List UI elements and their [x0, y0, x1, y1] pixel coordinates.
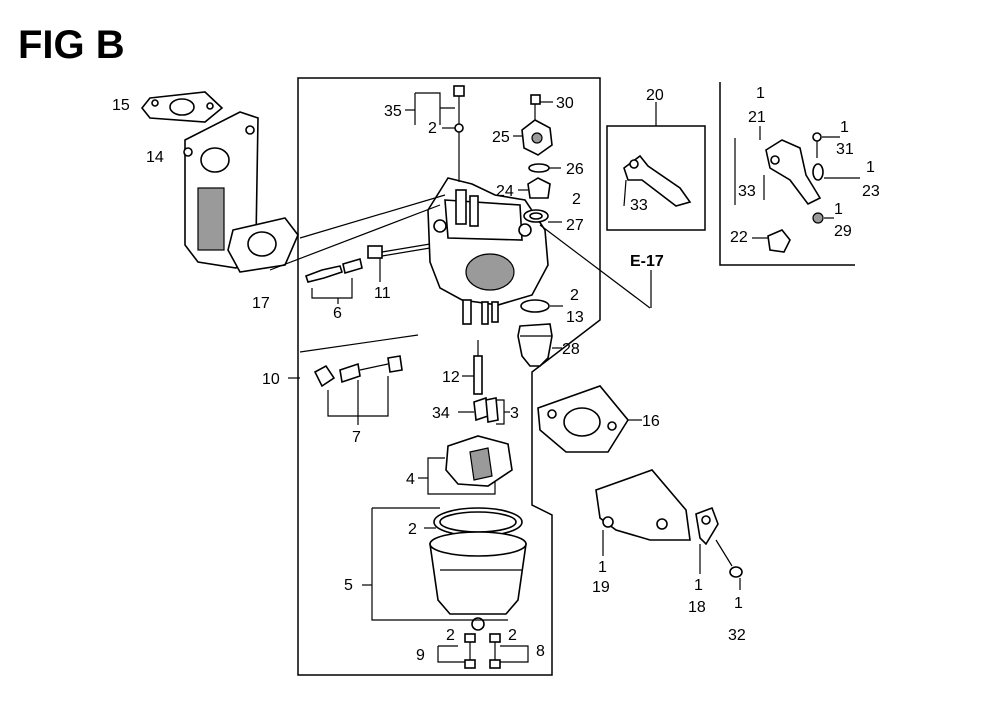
callout-22: 22 — [730, 229, 748, 246]
callout-7: 7 — [352, 429, 361, 446]
bracket-5 — [371, 508, 508, 621]
part-21-choke-lever — [765, 139, 822, 206]
choke-lever-frame — [719, 82, 855, 266]
callout-30: 30 — [556, 95, 574, 112]
part-29-nut — [812, 212, 824, 224]
callout-33-a: 33 — [630, 197, 648, 214]
callout-32: 32 — [728, 627, 746, 644]
figure-title: FIG B — [18, 23, 125, 67]
callout-27: 27 — [566, 217, 584, 234]
part-24-valve — [527, 177, 551, 199]
callout-16: 16 — [642, 413, 660, 430]
part-16-gasket — [537, 385, 629, 453]
callout-21: 21 — [748, 109, 766, 126]
part-7-screw-set — [313, 355, 403, 388]
callout-24: 24 — [496, 183, 514, 200]
part-25-cover — [521, 119, 553, 156]
callout-9: 9 — [416, 647, 425, 664]
part-17-gasket — [227, 217, 299, 273]
callout-4: 4 — [406, 471, 415, 488]
callout-14: 14 — [146, 149, 164, 166]
bracket-8 — [500, 645, 529, 663]
part-22-choke-knob — [767, 229, 791, 253]
callout-24-qty: 2 — [572, 191, 581, 208]
bracket-35 — [414, 92, 455, 125]
callout-10: 10 — [262, 371, 280, 388]
bracket-9 — [437, 646, 465, 663]
callout-34: 34 — [432, 405, 450, 422]
callout-3: 3 — [510, 405, 519, 422]
callout-31: 31 — [836, 141, 854, 158]
part-5-float-bowl — [429, 531, 527, 631]
callout-33-b: 33 — [738, 183, 756, 200]
callout-26: 26 — [566, 161, 584, 178]
part-26-o-ring — [528, 163, 550, 173]
leader-e17 — [539, 224, 651, 309]
bracket-6 — [311, 278, 353, 299]
part-20-fuel-lever — [623, 154, 692, 207]
part-15-gasket — [140, 91, 224, 123]
callout-6: 6 — [333, 305, 342, 322]
part-34-part-3-jets — [473, 396, 499, 423]
part-31-screw — [812, 132, 822, 158]
callout-2: 2 — [408, 521, 417, 538]
callout-11: 11 — [374, 285, 391, 302]
callout-35-qty: 2 — [428, 120, 437, 137]
reference-e17: E-17 — [630, 253, 664, 270]
part-2-bowl-gasket — [433, 507, 523, 537]
part-9-drain-screw — [464, 633, 476, 669]
part-4-float — [445, 435, 513, 487]
part-32-bolt — [715, 539, 743, 578]
part-12-nozzle — [473, 340, 483, 395]
callout-19: 19 — [592, 579, 610, 596]
bracket-4 — [427, 457, 496, 495]
callout-18-qty: 1 — [694, 577, 703, 594]
part-30-screw — [530, 94, 541, 120]
callout-23-qty: 1 — [866, 159, 875, 176]
kit-10-divider — [299, 334, 419, 353]
callout-15: 15 — [112, 97, 130, 114]
callout-19-qty: 1 — [598, 559, 607, 576]
callout-25: 25 — [492, 129, 510, 146]
callout-9-qty: 2 — [446, 627, 455, 644]
carburetor-assembly-frame — [297, 77, 601, 676]
callout-13: 13 — [566, 309, 584, 326]
callout-18: 18 — [688, 599, 706, 616]
part-19-bracket — [595, 469, 691, 541]
part-27-o-ring — [523, 209, 549, 223]
alignment-line-14 — [299, 194, 446, 239]
callout-23: 23 — [862, 183, 880, 200]
part-18-clip — [695, 506, 719, 546]
callout-13-qty: 2 — [570, 287, 579, 304]
callout-8: 8 — [536, 643, 545, 660]
callout-17: 17 — [252, 295, 270, 312]
part-23-spring — [812, 163, 824, 181]
callout-12: 12 — [442, 369, 460, 386]
callout-20: 20 — [646, 87, 664, 104]
callout-29-qty: 1 — [834, 201, 843, 218]
callout-8-qty: 2 — [508, 627, 517, 644]
carburetor-body — [427, 177, 549, 325]
part-8-drain-bolt — [489, 633, 501, 669]
alignment-line-17 — [269, 204, 441, 271]
callout-28: 28 — [562, 341, 580, 358]
callout-35: 35 — [384, 103, 402, 120]
callout-32-qty: 1 — [734, 595, 743, 612]
part-11-throttle-screw — [367, 243, 431, 259]
callout-29: 29 — [834, 223, 852, 240]
part-13-o-ring — [520, 299, 550, 313]
part-6-pilot-screw — [304, 257, 363, 283]
callout-31-qty: 1 — [840, 119, 849, 136]
part-35-screw — [453, 85, 465, 182]
callout-5: 5 — [344, 577, 353, 594]
callout-21-qty: 1 — [756, 85, 765, 102]
part-28-main-jet-holder — [517, 323, 553, 367]
